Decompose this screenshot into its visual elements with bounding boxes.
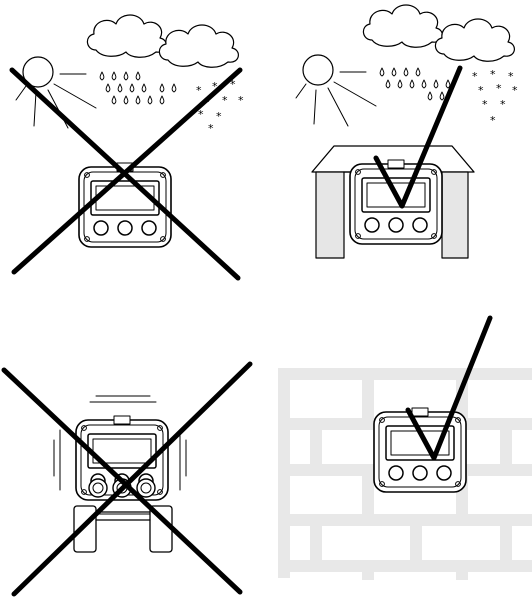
snowflake-icon: *** *** *** (472, 68, 518, 127)
svg-text:*: * (216, 110, 222, 123)
sun-icon (15, 56, 97, 129)
svg-text:*: * (472, 70, 478, 83)
cloud-icon (362, 4, 516, 62)
svg-text:*: * (212, 80, 218, 93)
svg-text:*: * (196, 84, 202, 97)
panel-outdoor-unprotected: *** *** *** (9, 14, 244, 281)
svg-text:*: * (490, 68, 496, 81)
svg-text:*: * (222, 94, 228, 107)
svg-text:*: * (496, 82, 502, 95)
svg-text:*: * (508, 70, 514, 83)
svg-text:*: * (482, 98, 488, 111)
svg-text:*: * (230, 78, 236, 91)
cross-mark-icon (9, 67, 243, 281)
svg-text:*: * (238, 94, 244, 107)
svg-text:*: * (512, 84, 518, 97)
meter-device-icon (349, 159, 443, 245)
svg-text:*: * (490, 114, 496, 127)
sun-icon (295, 54, 377, 127)
svg-text:*: * (500, 98, 506, 111)
shelter-icon (311, 145, 475, 259)
cloud-icon (86, 14, 240, 68)
svg-text:*: * (478, 84, 484, 97)
svg-text:*: * (198, 108, 204, 121)
panel-outdoor-sheltered: *** *** *** (295, 4, 518, 259)
svg-text:*: * (208, 122, 214, 135)
brick-wall-icon (278, 368, 532, 580)
check-mark-icon (373, 65, 463, 209)
check-mark-icon (405, 315, 493, 461)
meter-device-icon (373, 407, 467, 493)
panel-wall-mount (278, 315, 532, 580)
cross-mark-icon (1, 361, 253, 597)
raindrop-icon (99, 71, 177, 105)
raindrop-icon (379, 67, 451, 101)
panel-vibrating-mount (1, 361, 253, 597)
